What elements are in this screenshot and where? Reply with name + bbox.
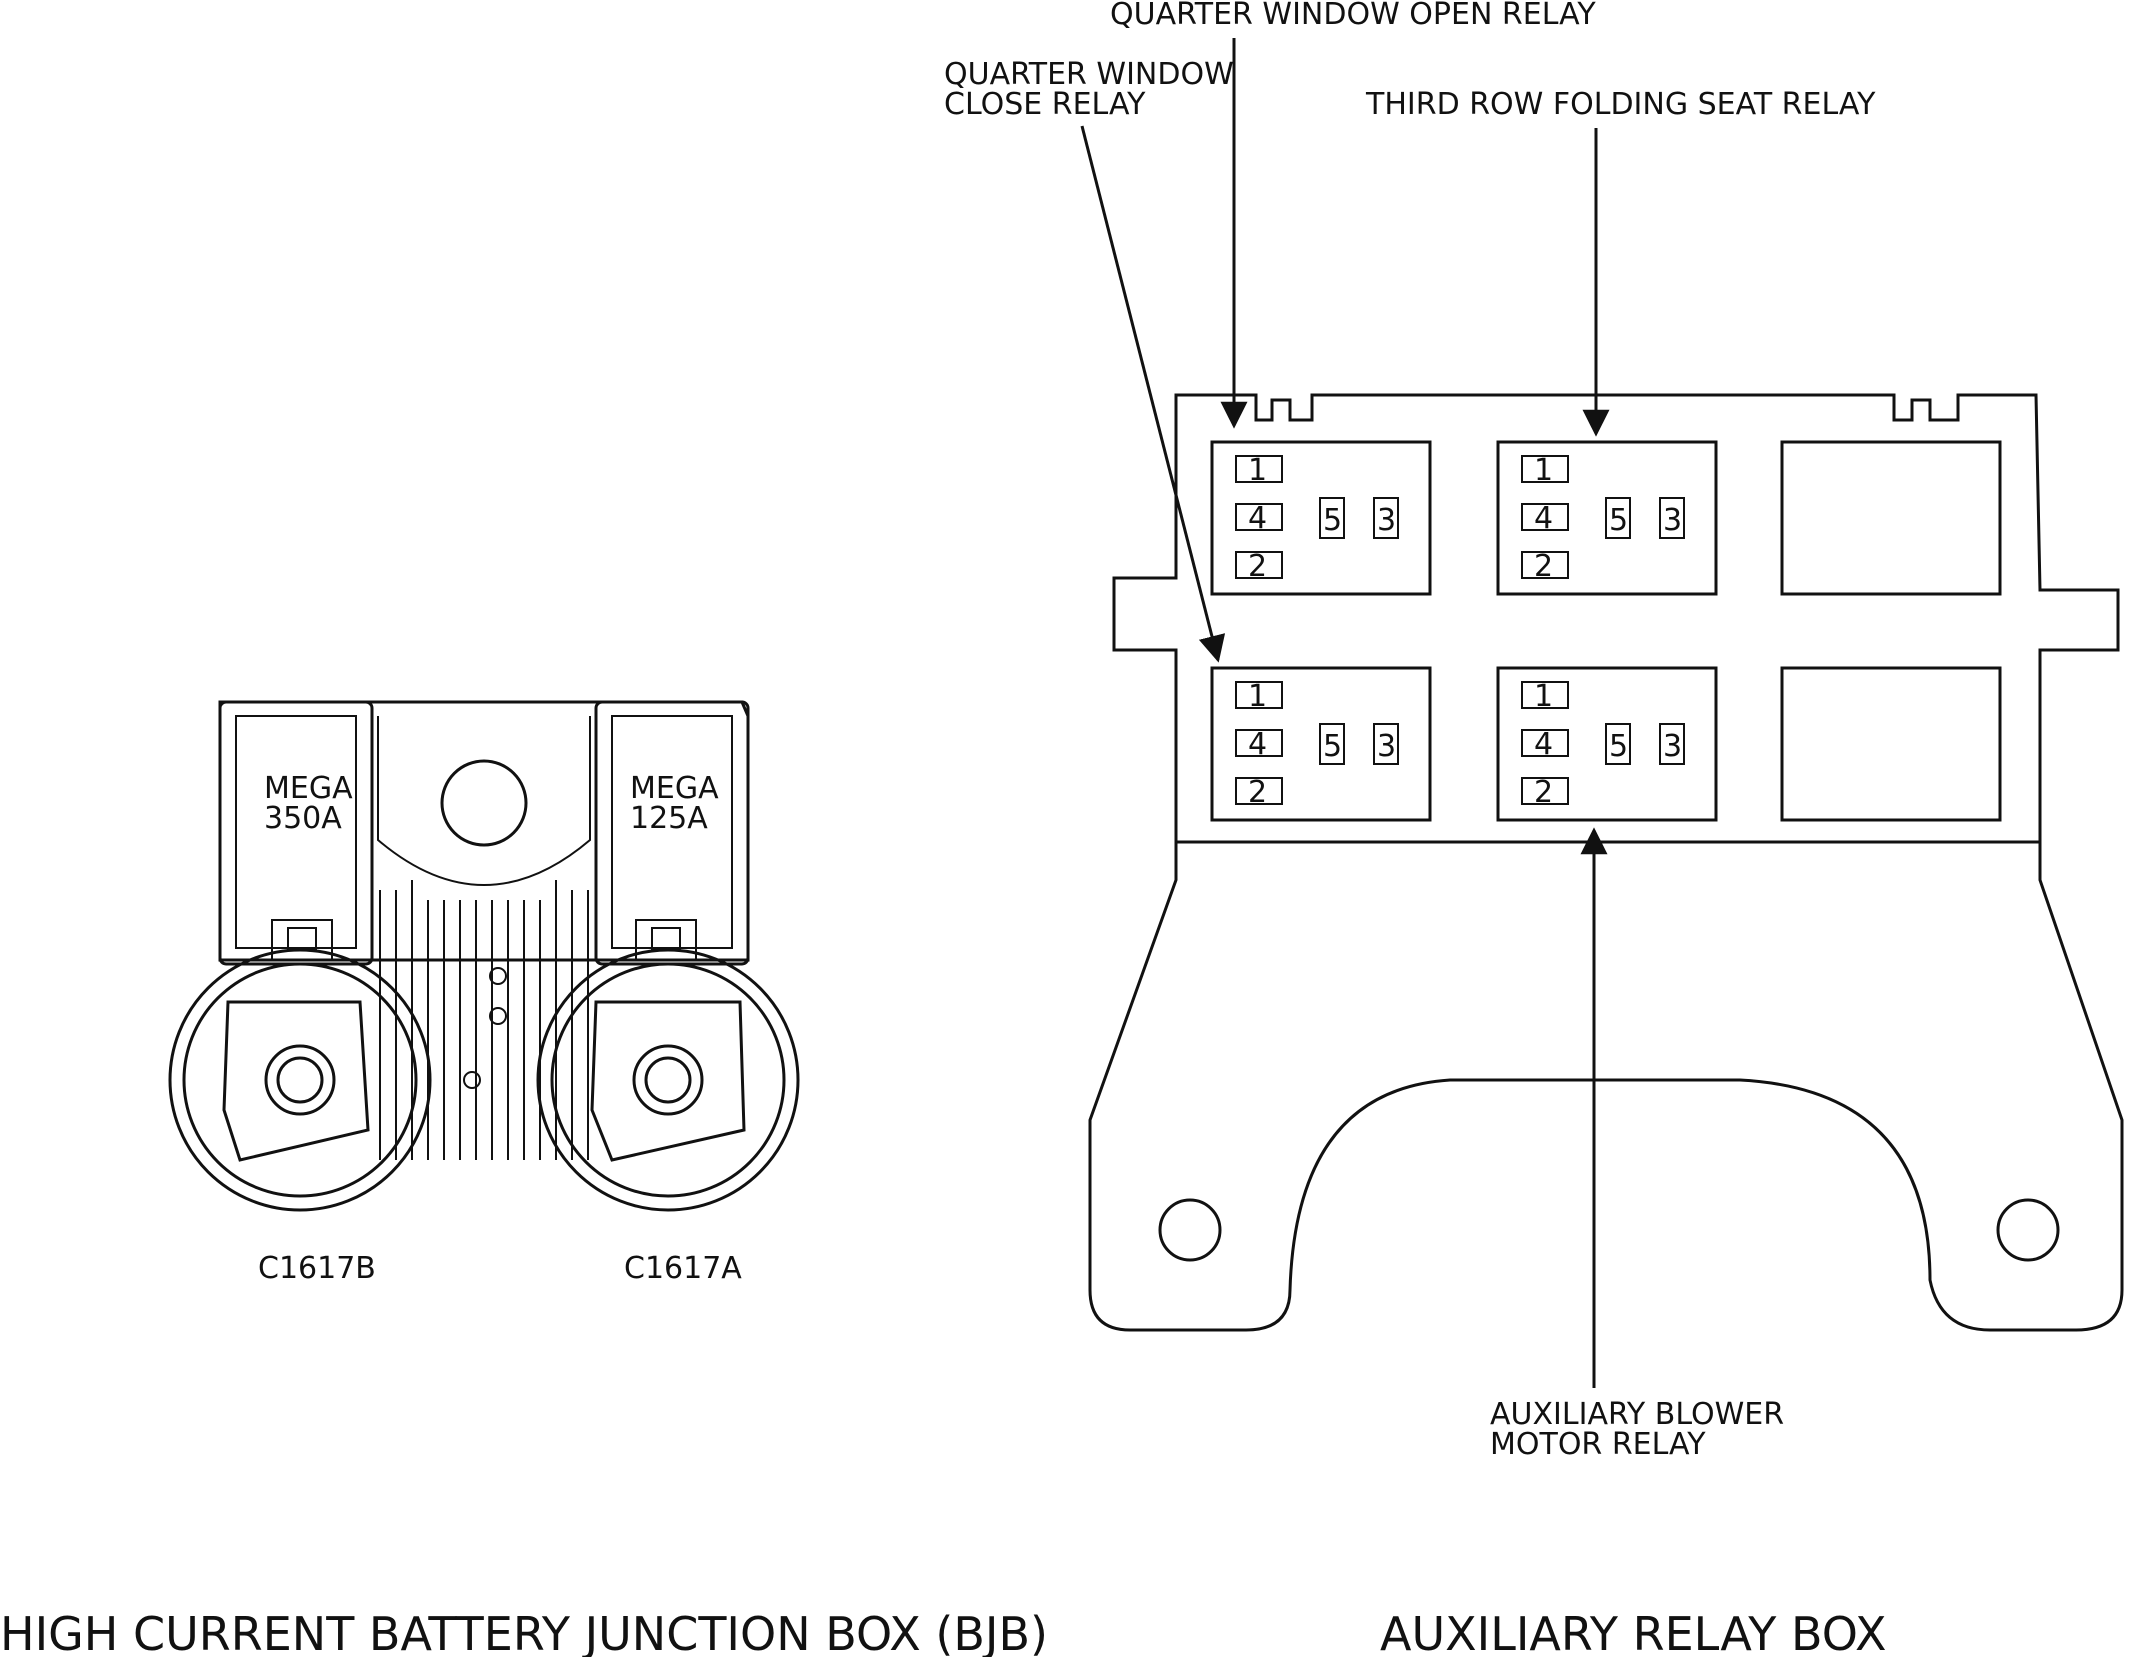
fuse-housing-left-inner (235, 715, 357, 949)
relay-pin-1: 1 (1248, 453, 1267, 488)
relay-pin-3: 3 (1663, 729, 1682, 764)
relay-pin-2: 2 (1248, 775, 1267, 810)
relay-pin-3: 3 (1377, 729, 1396, 764)
callout-quarter-window-open: QUARTER WINDOW OPEN RELAY (1110, 0, 1596, 32)
fuse-housing-right-inner (611, 715, 733, 949)
leader-quarter-close (1080, 125, 1226, 663)
bjb-title: HIGH CURRENT BATTERY JUNCTION BOX (BJB) (0, 1607, 1048, 1657)
callout-third-row-seat: THIRD ROW FOLDING SEAT RELAY (1365, 87, 1876, 122)
callout-aux-blower-2: MOTOR RELAY (1490, 1427, 1706, 1462)
relay-box-bracket (1088, 842, 2124, 1332)
relay-pin-2: 2 (1248, 549, 1267, 584)
connector-left-label: C1617B (258, 1251, 376, 1286)
fuse-left-label-1: MEGA (264, 771, 353, 806)
latch-right-inner (651, 927, 681, 951)
relay-pin-3: 3 (1663, 503, 1682, 538)
arb-title: AUXILIARY RELAY BOX (1380, 1607, 1886, 1657)
fuse-right-label-2: 125A (630, 801, 708, 836)
relay-pin-2: 2 (1534, 549, 1553, 584)
relay-socket-quarter-window-open: 1 4 2 5 3 (1210, 440, 1432, 596)
fuse-right-label-1: MEGA (630, 771, 719, 806)
callout-aux-blower-1: AUXILIARY BLOWER (1490, 1397, 1784, 1432)
connector-right-label: C1617A (624, 1251, 742, 1286)
terminal-left (168, 948, 432, 1212)
fuse-left-label-2: 350A (264, 801, 342, 836)
relay-pin-1: 1 (1534, 453, 1553, 488)
relay-pin-4: 4 (1534, 501, 1553, 536)
relay-pin-5: 5 (1609, 503, 1628, 538)
relay-pin-3: 3 (1377, 503, 1396, 538)
auxiliary-relay-box: 1 4 2 5 3 1 4 2 5 3 1 4 (944, 0, 2124, 1657)
mount-hole-right (1996, 1198, 2060, 1262)
callout-quarter-window-close-1: QUARTER WINDOW (944, 57, 1234, 92)
relay-pin-5: 5 (1323, 503, 1342, 538)
callout-quarter-window-close-2: CLOSE RELAY (944, 87, 1146, 122)
relay-pin-4: 4 (1534, 727, 1553, 762)
relay-pin-1: 1 (1248, 679, 1267, 714)
relay-box-upper-outline (1112, 393, 2120, 844)
battery-junction-box: MEGA 350A MEGA 125A C1617B C1617A HIGH C… (0, 700, 1048, 1657)
center-stud (440, 759, 528, 847)
relay-socket-third-row-seat: 1 4 2 5 3 (1496, 440, 1718, 596)
latch-right (635, 919, 697, 961)
relay-pin-5: 5 (1323, 729, 1342, 764)
empty-cavity-top (1780, 440, 2002, 596)
latch-left-inner (287, 927, 317, 951)
terminal-right (536, 948, 800, 1212)
relay-pin-4: 4 (1248, 727, 1267, 762)
relay-pin-2: 2 (1534, 775, 1553, 810)
relay-pin-1: 1 (1534, 679, 1553, 714)
empty-cavity-bottom (1780, 666, 2002, 822)
relay-pin-4: 4 (1248, 501, 1267, 536)
relay-socket-aux-blower-motor: 1 4 2 5 3 (1496, 666, 1718, 822)
relay-socket-quarter-window-close: 1 4 2 5 3 (1210, 666, 1432, 822)
center-stud-boss (377, 716, 591, 886)
relay-pin-5: 5 (1609, 729, 1628, 764)
center-ribs (379, 880, 589, 1160)
latch-left (271, 919, 333, 961)
mount-hole-left (1158, 1198, 1222, 1262)
